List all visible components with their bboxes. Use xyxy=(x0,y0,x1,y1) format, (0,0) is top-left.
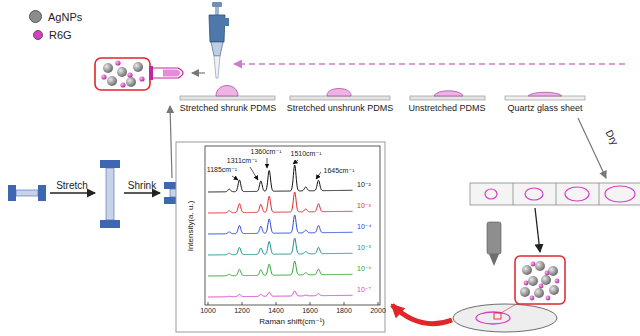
shrink-arrow xyxy=(124,192,160,193)
concentration-label: 10⁻⁶ xyxy=(357,265,371,273)
transfer-arrow xyxy=(192,72,205,73)
peak-leader xyxy=(250,167,258,180)
sample-tube xyxy=(149,66,183,80)
substrate-label: Stretched shrunk PDMS xyxy=(180,104,277,114)
tick-label: 2000 xyxy=(370,307,386,315)
measure-arrow xyxy=(535,208,540,252)
tick-label: 1600 xyxy=(302,307,318,315)
dispense-arrow xyxy=(234,63,625,64)
axis-tick xyxy=(276,302,277,305)
dry-arrow xyxy=(578,118,606,178)
concentration-label: 10⁻³ xyxy=(357,202,371,210)
tick-label: 1000 xyxy=(200,307,216,315)
particle-box xyxy=(95,58,150,90)
peak-label: 1645cm⁻¹ xyxy=(324,167,355,175)
axis-tick xyxy=(242,302,243,305)
legend-swatch xyxy=(29,10,42,23)
substrates xyxy=(180,96,585,100)
axis-title: Intensity(a. u.) xyxy=(187,201,196,252)
stretched-clamp xyxy=(100,160,120,228)
droplets xyxy=(216,86,562,97)
pipette xyxy=(209,2,229,78)
tick-label: 1800 xyxy=(336,307,352,315)
particle-mix xyxy=(101,60,144,87)
legend-text: AgNPs xyxy=(48,11,82,23)
step-label: Dry xyxy=(603,128,620,147)
legend-text: R6G xyxy=(49,29,72,41)
peak-label: 1510cm⁻¹ xyxy=(291,150,322,158)
zoom-box xyxy=(515,256,565,304)
step-label: Shrink xyxy=(128,180,156,191)
substrate-label: Unstretched PDMS xyxy=(408,104,485,114)
chart-frame xyxy=(176,142,385,332)
concentration-label: 10⁻⁵ xyxy=(357,244,371,252)
tick-label: 1200 xyxy=(234,307,250,315)
peak-label: 1185cm⁻¹ xyxy=(207,166,237,174)
peak-leader xyxy=(293,160,298,164)
axis-tick xyxy=(378,302,379,305)
legend-item: AgNPs xyxy=(29,10,82,23)
substrate-label: Quartz glass sheet xyxy=(507,104,582,114)
concentration-label: 10⁻² xyxy=(357,181,371,189)
step-label: Stretch xyxy=(56,180,88,191)
dried-substrates xyxy=(470,183,640,205)
plot-area xyxy=(205,146,380,305)
spectrum-line xyxy=(208,192,353,213)
spectrum-line xyxy=(208,215,353,234)
substrate-arrow xyxy=(170,106,172,178)
spectrum-line xyxy=(208,238,353,255)
dried-particles xyxy=(520,261,559,300)
peak-label: 1311cm⁻¹ xyxy=(227,157,257,165)
laser-probe xyxy=(487,222,501,266)
axis-tick xyxy=(344,302,345,305)
spectrum-line xyxy=(208,291,353,297)
result-arrow xyxy=(392,305,452,324)
axis-tick xyxy=(310,302,311,305)
legend-swatch xyxy=(33,30,43,40)
peak-leader xyxy=(316,172,321,179)
tick-label: 1400 xyxy=(268,307,284,315)
peak-label: 1360cm⁻¹ xyxy=(251,148,282,156)
sample-dish xyxy=(453,303,557,332)
concentration-label: 10⁻⁴ xyxy=(357,223,372,231)
legend-item: R6G xyxy=(31,29,72,41)
stretch-clamp xyxy=(8,185,46,201)
axis-title: Raman shift(cm⁻¹) xyxy=(259,318,325,327)
stretch-arrow xyxy=(50,192,95,193)
peak-leader xyxy=(267,158,268,168)
peak-leader xyxy=(232,176,238,180)
axis-tick xyxy=(208,302,209,305)
substrate-label: Stretched unshrunk PDMS xyxy=(287,104,394,114)
concentration-label: 10⁻⁷ xyxy=(357,286,371,294)
spectrum-line xyxy=(208,261,353,276)
